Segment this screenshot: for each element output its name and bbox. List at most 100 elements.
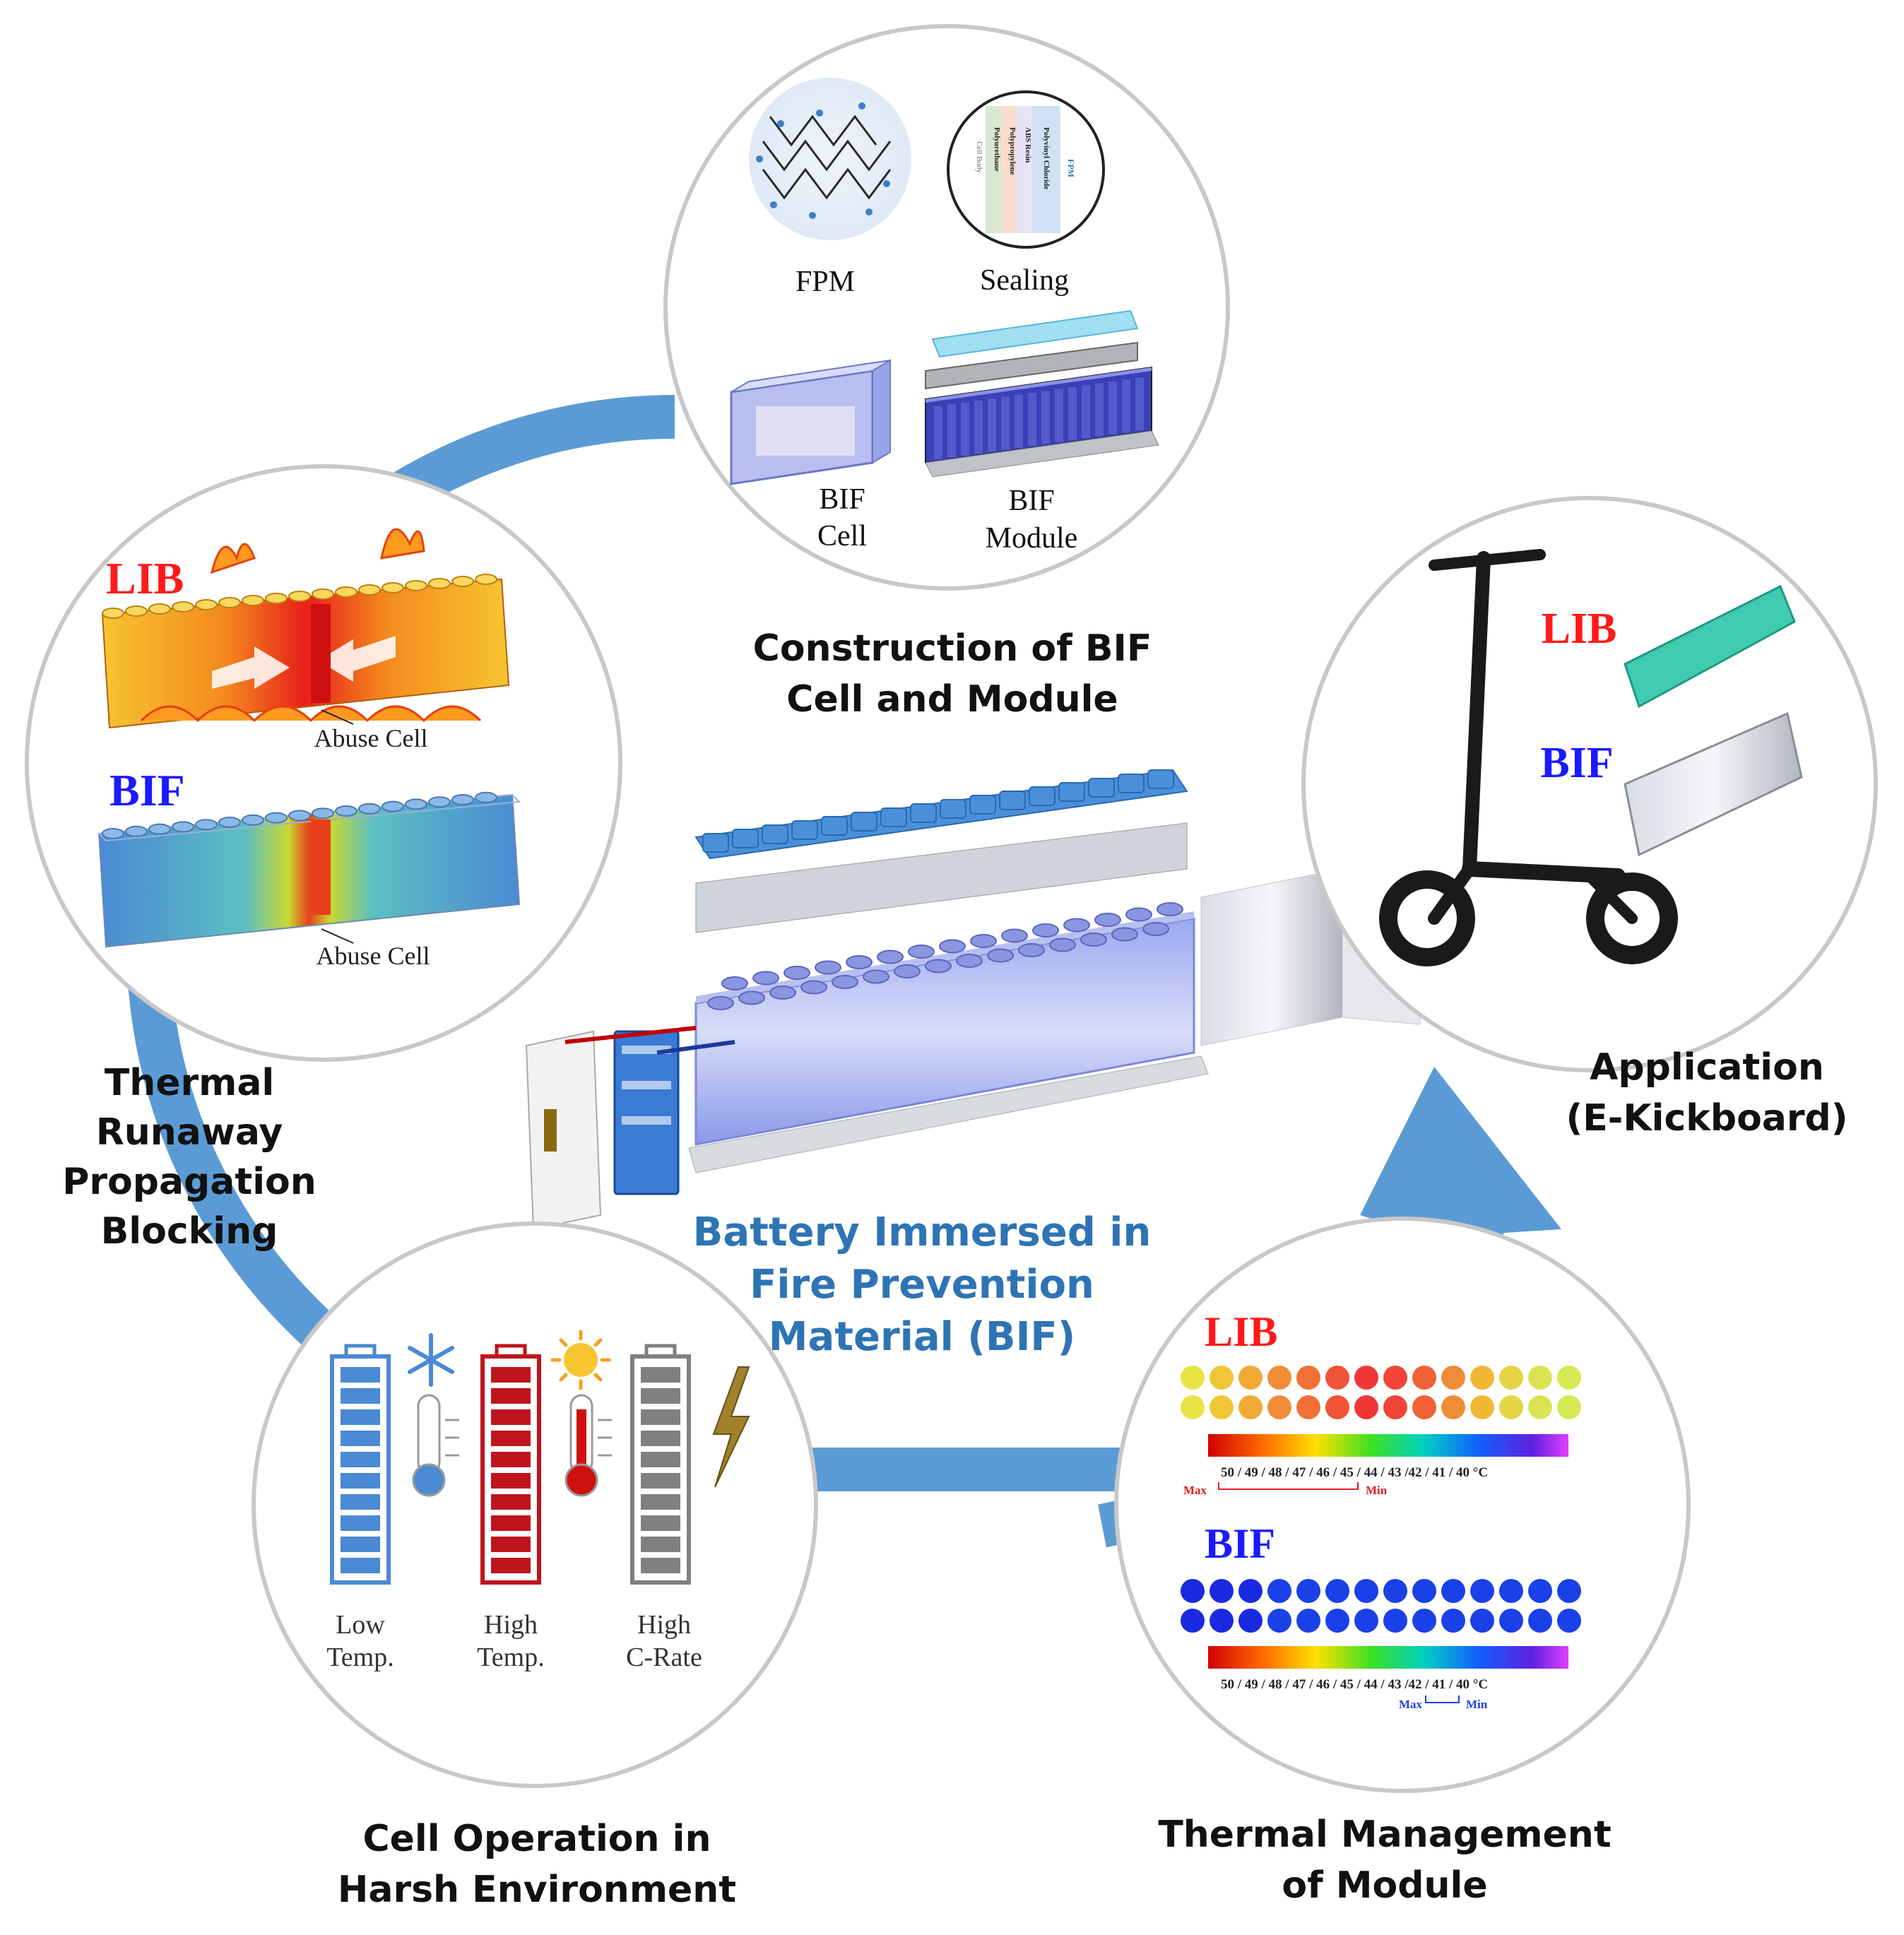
sealing-layer-4: Polyurethane (993, 127, 1001, 172)
mini-module-cell (1082, 385, 1090, 439)
center-cell-top (877, 949, 904, 964)
bif-temperature-dot (1470, 1579, 1494, 1603)
fpm-label: FPM (796, 266, 855, 298)
mini-module-cell (1015, 394, 1023, 448)
mini-module-cell (1108, 381, 1117, 434)
bif-cell-top (195, 819, 218, 831)
bif-temperature-dot (1296, 1609, 1320, 1633)
bif-temperature-dot (1325, 1609, 1349, 1633)
bif-color-scale-bar (1208, 1646, 1568, 1669)
bif-temperature-dot (1325, 1579, 1349, 1603)
battery-cell-bar (491, 1367, 531, 1383)
bif-temperature-dot (1383, 1579, 1407, 1603)
bif-temperature-dot (1354, 1609, 1378, 1633)
harsh-label-high-temp-1: High (484, 1610, 538, 1640)
battery-cell-bar (341, 1367, 380, 1383)
bif-temperature-dot (1499, 1609, 1523, 1633)
lib-temperature-dot (1499, 1366, 1523, 1390)
mini-module-cell (1028, 393, 1036, 446)
bif-temperature-dot (1181, 1579, 1205, 1603)
lib-temperature-dot (1528, 1395, 1552, 1419)
center-cell-top (939, 939, 966, 954)
bif-cell-image (730, 359, 891, 485)
bif-cell-top (265, 812, 288, 824)
lib-cell-top (125, 605, 148, 617)
mini-module-cell (1122, 379, 1130, 433)
bif-temperature-dot (1210, 1579, 1234, 1603)
harsh-caption-line-2: Harsh Environment (338, 1869, 736, 1911)
lib-temperature-dot (1267, 1395, 1291, 1419)
lib-temperature-dot (1441, 1395, 1465, 1419)
bif-temperature-dot (1441, 1579, 1465, 1603)
center-cap-block (851, 812, 877, 832)
battery-icons-group (330, 1344, 691, 1585)
bif-temperature-dot (1210, 1609, 1234, 1633)
lib-temperature-dot (1181, 1395, 1205, 1419)
center-cap-block (762, 824, 788, 844)
application-panel: LIB BIF (1301, 496, 1878, 1072)
sealing-diagram: Polyvinyl Chloride ABS Resin Polypropyle… (947, 90, 1105, 249)
center-cell-top (815, 960, 841, 975)
battery-cell-bar (641, 1473, 680, 1489)
center-cap-block (999, 791, 1026, 810)
runaway-caption-line-1: Thermal (105, 1062, 275, 1104)
mini-module-cell (961, 402, 969, 456)
lib-temperature-dot (1470, 1366, 1494, 1390)
lib-cell-top (451, 576, 474, 587)
bif-cell-top (312, 807, 334, 819)
lib-temperature-dot (1296, 1366, 1320, 1390)
lib-cell-top (428, 578, 451, 589)
bif-cell-top (102, 828, 124, 839)
center-cap-block (940, 799, 966, 819)
lib-temperature-dot (1354, 1366, 1378, 1390)
center-cell-top (1018, 943, 1045, 957)
bif-temperature-dot (1412, 1609, 1436, 1633)
center-cell-top (800, 980, 827, 995)
battery-cell-bar (641, 1367, 680, 1383)
runaway-abuse-cell-label-top: Abuse Cell (314, 724, 428, 752)
battery-cell-bar (491, 1537, 531, 1552)
mini-module-cell (988, 398, 996, 452)
snowflake-icon (408, 1333, 454, 1387)
bif-cell-label-line-2: Cell (817, 520, 867, 552)
sealing-layer-3: Polypropylene (1008, 127, 1017, 175)
lib-cell-top (358, 584, 381, 596)
lib-temperature-dot (1296, 1395, 1320, 1419)
bif-cell-top (405, 798, 427, 810)
center-cap-block (702, 833, 729, 853)
application-caption-line-2: (E-Kickboard) (1566, 1097, 1847, 1140)
bif-cell-tops (102, 791, 497, 839)
mini-module-cell (1135, 377, 1144, 431)
center-title-line-1: Battery Immersed in (693, 1209, 1152, 1255)
sun-icon (550, 1330, 611, 1390)
center-cap-block (969, 795, 996, 815)
bif-temperature-dot (1238, 1579, 1263, 1603)
lib-temperature-dot (1557, 1395, 1581, 1419)
bif-cell-top (358, 803, 381, 815)
bif-cell-top (125, 825, 148, 837)
center-cell-top (1157, 902, 1183, 916)
lib-temperature-dot (1325, 1395, 1349, 1419)
bif-temperature-dots (1181, 1579, 1581, 1633)
bif-temperature-dot (1528, 1579, 1552, 1603)
battery-cell-bar (641, 1431, 680, 1446)
battery-cell-bar (341, 1409, 380, 1425)
center-cap-block (821, 816, 848, 836)
tm-caption-line-2: of Module (1282, 1864, 1487, 1907)
center-cell-top (1111, 927, 1138, 942)
lib-temperature-dot (1412, 1395, 1436, 1419)
application-bif-pack-image (1624, 711, 1803, 857)
battery-cell-bar (641, 1537, 680, 1552)
mini-module-cell (1041, 391, 1050, 444)
lib-cell-top (242, 595, 264, 606)
bif-temperature-dot (1499, 1579, 1523, 1603)
mini-module-cell (934, 406, 942, 459)
bif-temperature-dot (1412, 1579, 1436, 1603)
lib-temperature-dot (1528, 1366, 1552, 1390)
bif-temperature-dot (1383, 1609, 1407, 1633)
bif-cell-top (451, 794, 474, 805)
lib-min-label: Min (1366, 1484, 1388, 1497)
tm-caption-line-1: Thermal Management (1158, 1813, 1611, 1856)
center-cell-top (1125, 907, 1152, 922)
tm-bif-label: BIF (1205, 1520, 1275, 1567)
